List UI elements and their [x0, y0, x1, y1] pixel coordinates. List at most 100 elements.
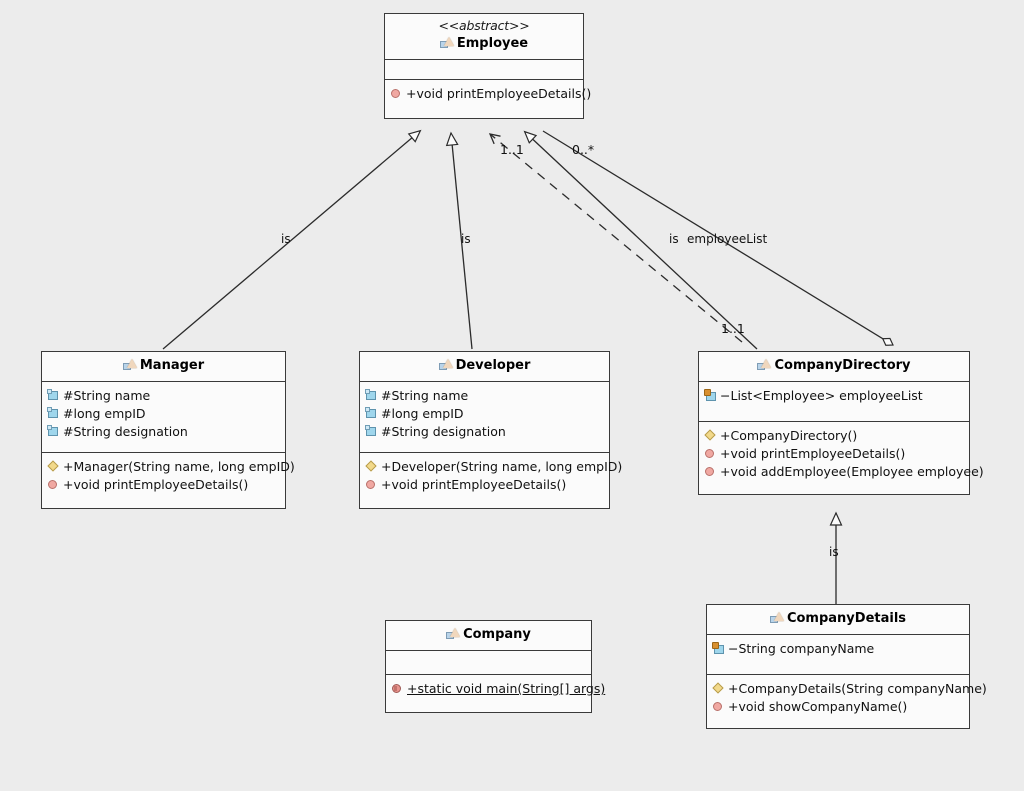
member-row[interactable]: −String companyName [712, 640, 965, 658]
member-label: +void showCompanyName() [728, 698, 908, 714]
member-row[interactable]: +static void main(String[] args) [391, 680, 605, 698]
constructor-icon [365, 460, 378, 473]
member-label: +CompanyDirectory() [720, 428, 858, 443]
member-label: −List<Employee> employeeList [720, 388, 923, 403]
member-label: +void printEmployeeDetails() [720, 445, 906, 461]
class-header-company-directory: CompanyDirectory [699, 352, 969, 382]
class-name-employee: Employee [456, 36, 529, 51]
static-method-icon [391, 682, 404, 695]
member-label: +Manager(String name, long empID) [63, 459, 295, 474]
edge-label-developer-is: is [461, 232, 471, 246]
member-row[interactable]: +void printEmployeeDetails() [704, 445, 965, 463]
class-header-employee: <<abstract>> Employee [385, 14, 583, 60]
attribute-icon [47, 407, 60, 420]
edge-label-details-is: is [829, 545, 839, 559]
member-row[interactable]: #String name [365, 387, 605, 405]
class-icon [446, 628, 460, 640]
member-label: +void addEmployee(Employee employee) [720, 463, 984, 479]
constructor-icon [704, 429, 717, 442]
method-icon [704, 465, 717, 478]
member-label: #long empID [63, 405, 146, 421]
method-icon [712, 700, 725, 713]
methods-compartment-company-directory: +CompanyDirectory() +void printEmployeeD… [699, 422, 984, 494]
class-name-manager: Manager [139, 358, 205, 374]
class-box-company-directory[interactable]: CompanyDirectory −List<Employee> employe… [698, 351, 984, 495]
methods-compartment-manager: +Manager(String name, long empID) +void … [42, 453, 295, 508]
attribute-icon [47, 389, 60, 402]
method-icon [47, 478, 60, 491]
member-row[interactable]: #String designation [365, 423, 605, 441]
member-row[interactable]: +void addEmployee(Employee employee) [704, 463, 984, 481]
class-box-developer[interactable]: Developer #String name #long empID #Stri… [359, 351, 622, 509]
edge-label-dependency-multiplicity-target: 1..1 [721, 321, 745, 336]
member-row[interactable]: +void printEmployeeDetails() [390, 85, 591, 103]
attribute-private-icon [712, 642, 725, 655]
class-header-company: Company [386, 621, 591, 651]
class-header-manager: Manager [42, 352, 285, 382]
attributes-compartment-manager: #String name #long empID #String designa… [42, 382, 285, 453]
attribute-private-icon [704, 389, 717, 402]
attributes-compartment-company-directory: −List<Employee> employeeList [699, 382, 969, 422]
attribute-icon [365, 424, 378, 438]
class-name-company: Company [463, 627, 531, 643]
edge-label-employee-list-role: employeeList [687, 232, 768, 246]
class-header-company-details: CompanyDetails [707, 605, 969, 635]
member-row[interactable]: +void printEmployeeDetails() [365, 476, 605, 494]
member-label: #long empID [381, 405, 464, 421]
class-box-manager[interactable]: Manager #String name #long empID #String… [41, 351, 295, 509]
class-name-company-details: CompanyDetails [786, 611, 907, 627]
class-header-developer: Developer [360, 352, 609, 382]
constructor-icon [712, 682, 725, 695]
member-row[interactable]: +Manager(String name, long empID) [47, 458, 295, 476]
class-icon [769, 612, 784, 624]
member-row[interactable]: #long empID [365, 405, 605, 423]
member-label: +CompanyDetails(String companyName) [728, 681, 987, 696]
edge-label-aggregation-multiplicity-source: 0..* [572, 142, 595, 157]
method-icon [390, 87, 403, 100]
class-box-employee[interactable]: <<abstract>> Employee +void printEmploye… [384, 13, 591, 119]
methods-compartment-employee: +void printEmployeeDetails() [385, 80, 591, 118]
member-label: #String name [63, 388, 151, 403]
attributes-compartment-company-details: −String companyName [707, 635, 969, 675]
methods-compartment-company: +static void main(String[] args) [386, 675, 605, 712]
member-label: +void printEmployeeDetails() [381, 476, 567, 492]
class-icon [122, 359, 137, 371]
class-box-company[interactable]: Company +static void main(String[] args) [385, 620, 605, 713]
class-icon [757, 359, 771, 371]
methods-compartment-developer: +Developer(String name, long empID) +voi… [360, 453, 622, 508]
member-label: #String name [381, 388, 469, 403]
member-label: +static void main(String[] args) [407, 681, 606, 696]
class-box-company-details[interactable]: CompanyDetails −String companyName +Comp… [706, 604, 987, 729]
class-stereotype-employee: <<abstract>> [438, 18, 530, 33]
member-label: +void printEmployeeDetails() [406, 85, 592, 101]
class-name-company-directory: CompanyDirectory [774, 358, 911, 374]
class-name-developer: Developer [455, 358, 531, 374]
member-row[interactable]: #String designation [47, 423, 281, 441]
constructor-icon [47, 460, 60, 473]
member-row[interactable]: −List<Employee> employeeList [704, 387, 965, 405]
class-icon [439, 37, 454, 49]
member-row[interactable]: +CompanyDirectory() [704, 427, 965, 445]
method-icon [704, 447, 717, 460]
member-label: +void printEmployeeDetails() [63, 476, 249, 492]
method-icon [365, 478, 378, 491]
member-row[interactable]: #String name [47, 387, 281, 405]
member-label: −String companyName [728, 641, 875, 656]
class-icon [438, 359, 453, 371]
attribute-icon [47, 424, 60, 438]
member-row[interactable]: +Developer(String name, long empID) [365, 458, 622, 476]
edge-label-directory-is: is [669, 232, 679, 246]
member-label: +Developer(String name, long empID) [381, 459, 623, 474]
edge-label-manager-is: is [281, 232, 291, 246]
member-row[interactable]: +CompanyDetails(String companyName) [712, 680, 987, 698]
member-label: #String designation [63, 423, 188, 439]
member-row[interactable]: +void showCompanyName() [712, 698, 965, 716]
edge-label-dependency-multiplicity-source: 1..1 [500, 142, 524, 157]
member-row[interactable]: #long empID [47, 405, 281, 423]
member-row[interactable]: +void printEmployeeDetails() [47, 476, 281, 494]
methods-compartment-company-details: +CompanyDetails(String companyName) +voi… [707, 675, 987, 728]
edge-manager-generalizes-employee [162, 129, 422, 350]
attribute-icon [365, 407, 378, 420]
member-label: #String designation [381, 423, 506, 439]
